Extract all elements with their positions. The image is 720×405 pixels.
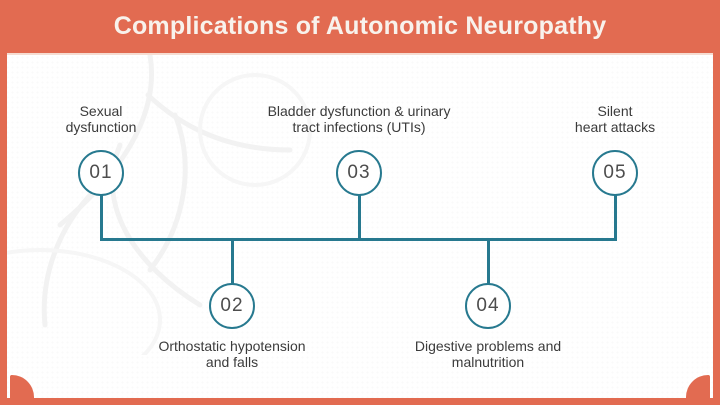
header-banner: Complications of Autonomic Neuropathy (0, 0, 720, 55)
step-number-05: 05 (603, 162, 627, 183)
timeline-connector-vertical-05 (614, 195, 617, 240)
step-circle-05: 05 (592, 150, 638, 196)
neuron-background-decoration (0, 55, 312, 355)
timeline-item-label-04: Digestive problems and malnutrition (414, 338, 562, 370)
step-number-01: 01 (89, 162, 113, 183)
timeline-item-label-03: Bladder dysfunction & urinary tract infe… (267, 103, 451, 135)
frame-border-right (713, 0, 720, 405)
step-number-02: 02 (220, 295, 244, 316)
timeline-connector-vertical-01 (100, 195, 103, 240)
step-circle-01: 01 (78, 150, 124, 196)
step-circle-02: 02 (209, 283, 255, 329)
timeline-connector-vertical-03 (358, 195, 361, 240)
timeline-item-label-02: Orthostatic hypotension and falls (158, 338, 306, 370)
frame-border-left (0, 0, 7, 405)
timeline-connector-vertical-04 (487, 240, 490, 284)
frame-border-bottom (0, 398, 720, 405)
timeline-connector-vertical-02 (231, 240, 234, 284)
page-title: Complications of Autonomic Neuropathy (113, 12, 607, 40)
timeline-item-label-01: Sexual dysfunction (65, 103, 137, 135)
step-circle-04: 04 (465, 283, 511, 329)
step-number-03: 03 (347, 162, 371, 183)
step-number-04: 04 (476, 295, 500, 316)
timeline-item-label-05: Silent heart attacks (574, 103, 656, 135)
step-circle-03: 03 (336, 150, 382, 196)
